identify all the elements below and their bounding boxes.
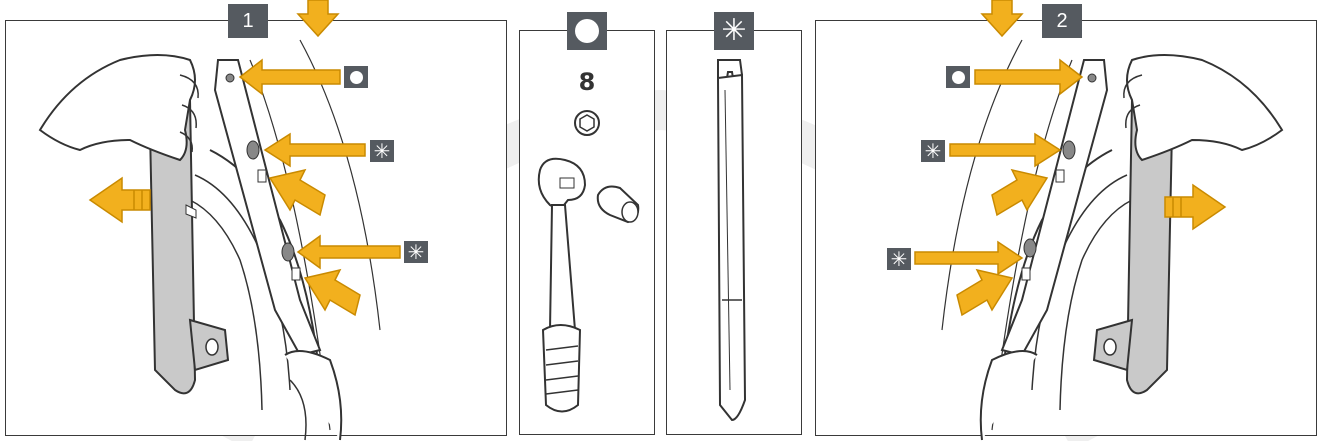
asterisk-marker-icon: ✳ (925, 141, 942, 161)
pull-out-arrow-2 (1165, 185, 1225, 229)
screw-pointer-arrow-2 (975, 60, 1082, 94)
push-down-arrow-2 (982, 0, 1022, 36)
press-arrow-2b (957, 270, 1012, 315)
clip-pointer-arrow-2a (950, 134, 1060, 166)
press-arrow-2a (992, 170, 1047, 215)
clip-marker-2b: ✳ (887, 248, 911, 270)
clip-marker-2a: ✳ (921, 140, 945, 162)
asterisk-marker-icon: ✳ (891, 249, 908, 269)
circle-marker-icon (952, 71, 965, 84)
screw-marker-2 (946, 66, 970, 88)
clip-pointer-arrow-2b (915, 242, 1022, 274)
